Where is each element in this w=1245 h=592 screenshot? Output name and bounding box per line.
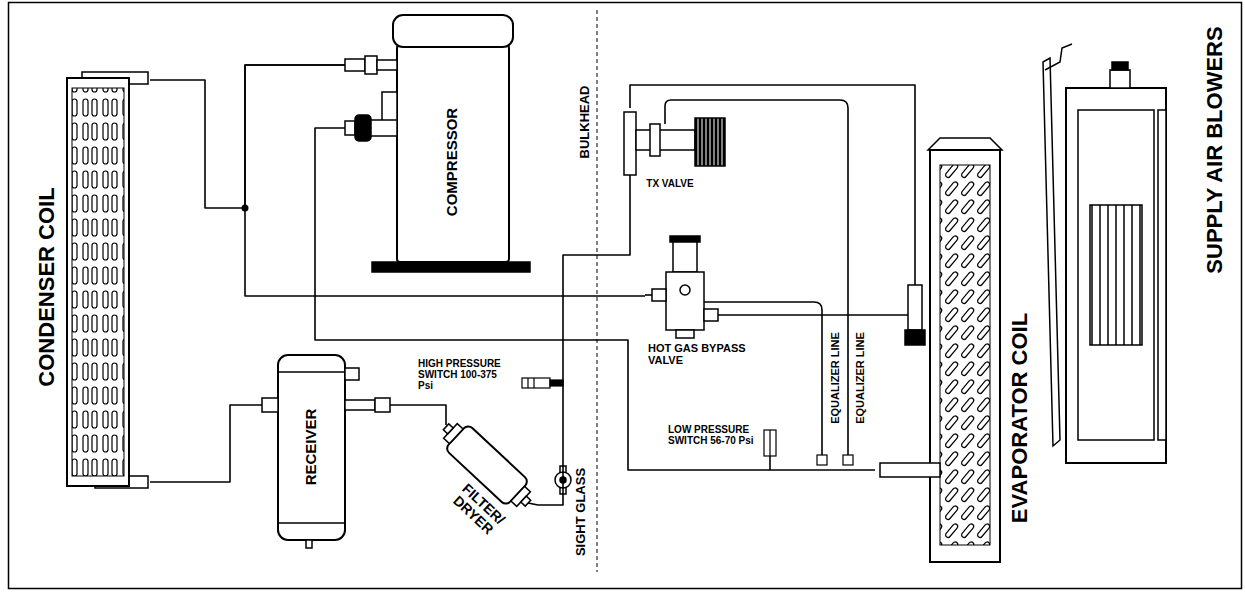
supply-air-blower-symbol <box>1043 44 1166 463</box>
refrigerant-pipe <box>538 194 630 505</box>
receiver: RECEIVER <box>262 348 390 552</box>
condenser-coil-symbol <box>67 72 148 488</box>
refrigerant-pipe <box>757 314 875 316</box>
filter-dryer: FILTER/ DRYER <box>420 425 538 565</box>
component-label: SUPPLY AIR BLOWERS <box>1203 26 1227 273</box>
component-label: COMPRESSOR <box>444 108 461 216</box>
compressor-symbol <box>345 15 530 272</box>
high-pressure-switch-symbol <box>522 378 563 388</box>
sight-glass-label: SIGHT GLASS <box>574 468 588 556</box>
bulkhead-label: BULKHEAD <box>578 86 592 159</box>
refrigerant-pipe <box>150 405 262 482</box>
low-pressure-switch-label: LOW PRESSURE SWITCH 56-70 Psi <box>668 424 756 446</box>
component-label: FILTER/ DRYER <box>442 475 514 545</box>
component-label: HOT GAS BYPASS VALVE <box>648 342 754 366</box>
component-label: TX VALVE <box>646 178 693 189</box>
high-pressure-switch-label: HIGH PRESSURE SWITCH 100-375 Psi <box>418 358 513 391</box>
evaporator-coil-symbol <box>875 138 1002 562</box>
receiver-symbol <box>262 355 390 548</box>
component-label: RECEIVER <box>303 409 320 486</box>
tx-valve: TX VALVE <box>612 108 730 194</box>
evaporator-coil: EVAPORATOR COIL <box>875 138 1035 568</box>
refrigerant-pipe <box>630 85 915 138</box>
frame-border <box>9 3 1242 589</box>
refrigerant-pipe <box>315 128 875 470</box>
supply-air-blowers: SUPPLY AIR BLOWERS <box>1040 8 1238 478</box>
tx-valve-symbol <box>624 112 725 194</box>
refrigerant-pipe <box>390 405 446 425</box>
equalizer-lines <box>665 100 853 465</box>
component-label: CONDENSER COIL <box>35 187 59 386</box>
low-pressure-switch-symbol <box>764 430 776 470</box>
refrigerant-pipe <box>245 65 645 296</box>
condenser-coil: CONDENSER COIL <box>30 68 150 496</box>
component-label: EVAPORATOR COIL <box>1008 313 1032 523</box>
bulkhead-line <box>597 10 598 572</box>
compressor: COMPRESSOR <box>345 12 530 274</box>
filter-outlet-wire <box>528 503 538 505</box>
hot-gas-bypass-valve-symbol <box>645 236 757 338</box>
hot-gas-bypass-valve: HOT GAS BYPASS VALVE <box>645 232 757 374</box>
equalizer-line-label: EQUALIZER LINE <box>829 332 841 424</box>
equalizer-line-label: EQUALIZER LINE <box>854 332 866 424</box>
